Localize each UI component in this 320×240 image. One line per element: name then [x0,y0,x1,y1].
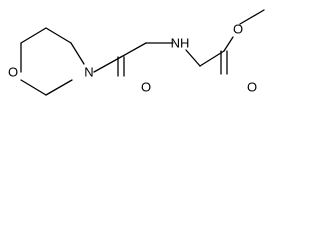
ring-bond [20,27,47,44]
ring-bond [70,42,85,65]
oxygen-to-methyl-bond [239,9,265,25]
amine-label: NH [171,36,190,51]
carbonyl-to-methylene-bond [120,42,147,58]
morpholine-ring [20,27,85,96]
chemical-structure: O N O NH O O [8,9,265,96]
ester-carbonyl-oxygen-label: O [247,80,257,95]
methylene-to-ester-bond [199,50,225,67]
ester-oxygen-label: O [233,22,243,37]
ring-bond [20,79,47,96]
ring-nitrogen-label: N [84,65,93,80]
ring-bond [45,79,73,96]
n-to-carbonyl-bond [93,56,122,73]
ester-double-bond [220,50,228,75]
ring-bond [45,27,72,44]
amine-to-methylene-bond [185,49,201,67]
ester-to-oxygen-bond [223,36,234,52]
ring-oxygen-label: O [8,65,18,80]
carbonyl-oxygen-label: O [141,80,151,95]
carbonyl-double-bond [117,56,125,77]
